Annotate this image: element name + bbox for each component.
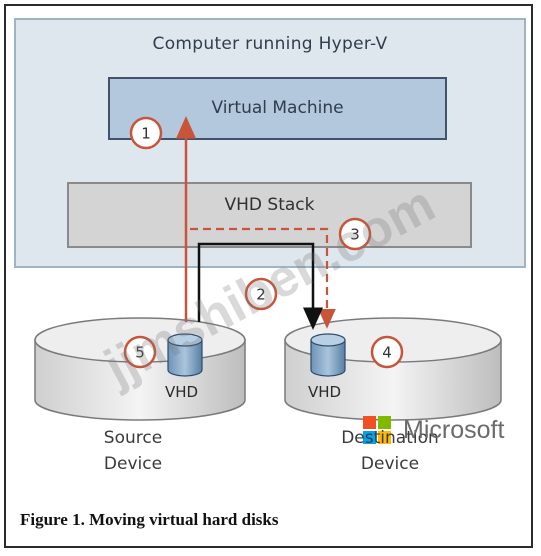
source-device-line1: Source [103, 428, 163, 448]
microsoft-logo-icon [363, 416, 391, 444]
step-5-label: 5 [135, 344, 145, 362]
mirror-path-arrow [190, 227, 336, 329]
microsoft-wordmark: Microsoft [403, 416, 505, 444]
source-device-line2: Device [103, 454, 163, 474]
vhd-stack-box: VHD Stack [67, 182, 472, 248]
host-label: Computer running Hyper-V [152, 34, 388, 54]
source-device-disk [34, 317, 246, 421]
vhd-stack-label: VHD Stack [224, 195, 315, 215]
destination-device-label: Destination Device [325, 425, 455, 477]
destination-device-line2: Device [360, 454, 420, 474]
step-4-label: 4 [382, 344, 392, 362]
destination-vhd-label: VHD [308, 383, 342, 401]
step-2-marker [244, 277, 278, 311]
source-device-label: Source Device [88, 425, 178, 477]
source-vhd-icon [167, 333, 203, 377]
destination-vhd-icon [310, 333, 346, 377]
step-2-label: 2 [256, 286, 266, 304]
virtual-machine-box: Virtual Machine [108, 77, 447, 140]
step-3-label: 3 [350, 226, 360, 244]
destination-device-line1: Destination [341, 428, 439, 448]
step-4-marker [370, 335, 404, 369]
source-vhd-label: VHD [165, 383, 199, 401]
vm-label: Virtual Machine [211, 98, 344, 118]
step-5-marker [123, 335, 157, 369]
copy-path-arrow [197, 242, 323, 330]
step-3-marker [338, 217, 372, 251]
step-1-marker [129, 116, 163, 150]
figure-caption: Figure 1. Moving virtual hard disks [20, 510, 279, 529]
step-1-label: 1 [141, 125, 151, 143]
